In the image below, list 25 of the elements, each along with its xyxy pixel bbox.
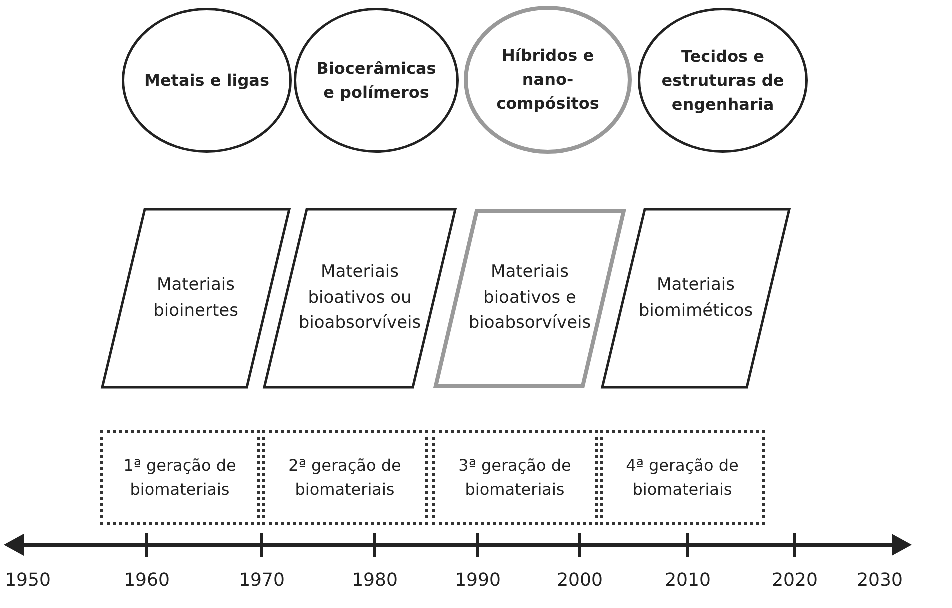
material-type-label: Materiais biomiméticos	[638, 274, 754, 322]
generation-label: 4ª geração de biomateriais	[625, 454, 740, 500]
material-type-label: Materiais bioativos ou bioabsorvíveis	[298, 261, 422, 336]
material-class-label: Tecidos e estruturas de engenharia	[660, 46, 786, 116]
dotted-box	[600, 430, 765, 525]
year-label: 1970	[239, 570, 285, 591]
year-label: 1950	[5, 570, 51, 591]
dotted-box	[262, 430, 428, 525]
material-class-label: Biocerâmicas e polímeros	[316, 58, 438, 104]
generation-label: 2ª geração de biomateriais	[288, 454, 402, 500]
year-label: 2010	[665, 570, 711, 591]
year-label: 2030	[857, 570, 903, 591]
material-type-label: Materiais bioativos e bioabsorvíveis	[468, 261, 592, 336]
year-label: 2020	[772, 570, 818, 591]
material-type-label: Materiais bioinertes	[152, 274, 240, 322]
material-class-label: Metais e ligas	[144, 70, 270, 92]
year-label: 2000	[557, 570, 603, 591]
material-class-label: Híbridos e nano-compósitos	[496, 45, 600, 115]
year-label: 1960	[124, 570, 170, 591]
generation-label: 1ª geração de biomateriais	[122, 454, 238, 500]
dotted-box	[432, 430, 598, 525]
dotted-box	[100, 430, 260, 525]
year-label: 1980	[352, 570, 398, 591]
year-label: 1990	[455, 570, 501, 591]
generation-label: 3ª geração de biomateriais	[458, 454, 572, 500]
